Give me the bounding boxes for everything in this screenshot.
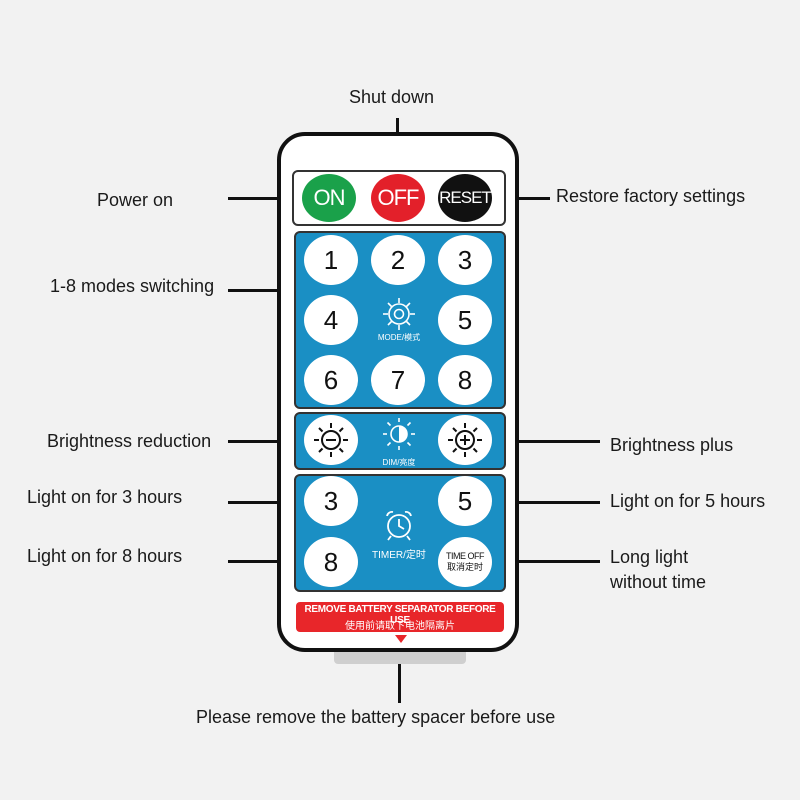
label-remove-spacer: Please remove the battery spacer before … <box>196 707 556 727</box>
mode-button-4[interactable]: 4 <box>304 295 358 345</box>
connector-remove-spacer <box>398 663 401 703</box>
time-off-button[interactable]: TIME OFF 取消定时 <box>438 537 492 587</box>
mode-button-8[interactable]: 8 <box>438 355 492 405</box>
timer-8h-button[interactable]: 8 <box>304 537 358 587</box>
battery-spacer-tab <box>334 652 466 664</box>
mode-button-2[interactable]: 2 <box>371 235 425 285</box>
label-light-3h: Light on for 3 hours <box>27 487 183 507</box>
battery-warning-strip: REMOVE BATTERY SEPARATOR BEFORE USE 使用前请… <box>296 602 504 632</box>
label-power-on: Power on <box>97 190 174 210</box>
half-sun-icon <box>383 418 415 450</box>
label-modes-switching: 1-8 modes switching <box>50 276 215 296</box>
label-long-light-2: without time <box>610 572 707 592</box>
label-long-light-1: Long light <box>610 547 689 567</box>
connector-light-5h <box>490 501 600 504</box>
timer-3h-button[interactable]: 3 <box>304 476 358 526</box>
connector-light-3h <box>228 501 308 504</box>
connector-brightness-plus <box>490 440 600 443</box>
label-brightness-plus: Brightness plus <box>610 435 734 455</box>
mode-caption: MODE/模式 <box>377 333 421 342</box>
dim-caption: DIM/亮度 <box>382 458 416 467</box>
mode-button-6[interactable]: 6 <box>304 355 358 405</box>
timer-caption: TIMER/定时 <box>372 550 426 561</box>
connector-light-8h <box>228 560 308 563</box>
on-button[interactable]: ON <box>302 174 356 222</box>
label-light-8h: Light on for 8 hours <box>27 546 183 566</box>
mode-button-7[interactable]: 7 <box>371 355 425 405</box>
time-off-label-en: TIME OFF <box>446 551 485 561</box>
triangle-down-icon <box>395 635 407 643</box>
connector-restore <box>492 197 550 200</box>
time-off-label-cn: 取消定时 <box>446 562 483 572</box>
warning-text-cn: 使用前请取下电池隔离片 <box>345 621 455 632</box>
connector-modes <box>228 289 308 292</box>
mode-button-1[interactable]: 1 <box>304 235 358 285</box>
gear-icon <box>383 298 415 330</box>
warning-text-en: REMOVE BATTERY SEPARATOR BEFORE USE <box>304 604 496 626</box>
label-light-5h: Light on for 5 hours <box>610 491 766 511</box>
brightness-minus-button[interactable] <box>304 415 358 465</box>
label-shut-down: Shut down <box>349 87 435 107</box>
alarm-clock-icon <box>386 511 412 541</box>
mode-button-3[interactable]: 3 <box>438 235 492 285</box>
connector-brightness-reduction <box>228 440 308 443</box>
off-button[interactable]: OFF <box>371 174 425 222</box>
connector-long-light <box>490 560 600 563</box>
timer-5h-button[interactable]: 5 <box>438 476 492 526</box>
reset-button[interactable]: RESET <box>438 174 492 222</box>
sun-minus-icon <box>314 423 348 457</box>
label-brightness-reduction: Brightness reduction <box>47 431 212 451</box>
sun-plus-icon <box>448 423 482 457</box>
brightness-plus-button[interactable] <box>438 415 492 465</box>
connector-power-on <box>228 197 304 200</box>
label-restore-factory: Restore factory settings <box>556 186 746 206</box>
mode-button-5[interactable]: 5 <box>438 295 492 345</box>
